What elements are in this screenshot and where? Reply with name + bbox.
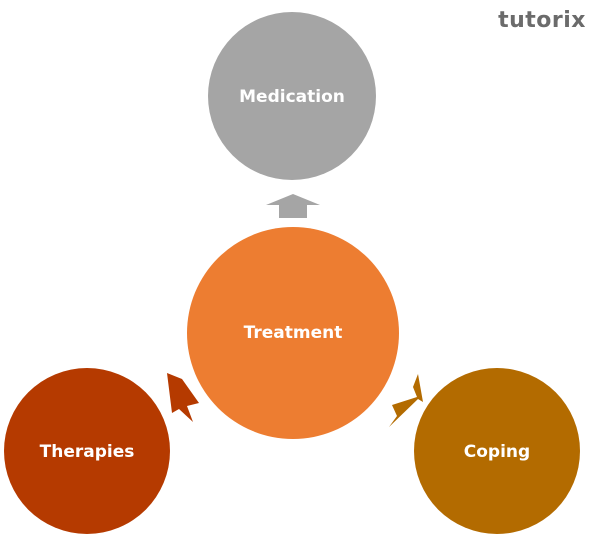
therapies-label: Therapies [40, 442, 135, 462]
node-medication: Medication [208, 12, 376, 180]
coping-label: Coping [464, 442, 530, 462]
logo-text: tutorix [498, 8, 586, 33]
treatment-label: Treatment [244, 323, 343, 343]
treatment-circle [187, 227, 399, 439]
node-treatment: Treatment [187, 227, 399, 439]
tutorix-logo: tutorix [498, 8, 586, 33]
node-therapies: Therapies [4, 368, 170, 534]
node-coping: Coping [414, 368, 580, 534]
medication-label: Medication [239, 87, 345, 107]
medication-circle [208, 12, 376, 180]
coping-circle [414, 368, 580, 534]
therapies-circle [4, 368, 170, 534]
arrow-down-right-icon [389, 374, 423, 427]
arrow-down-left-icon [167, 373, 199, 422]
arrow-up-icon [266, 194, 320, 218]
